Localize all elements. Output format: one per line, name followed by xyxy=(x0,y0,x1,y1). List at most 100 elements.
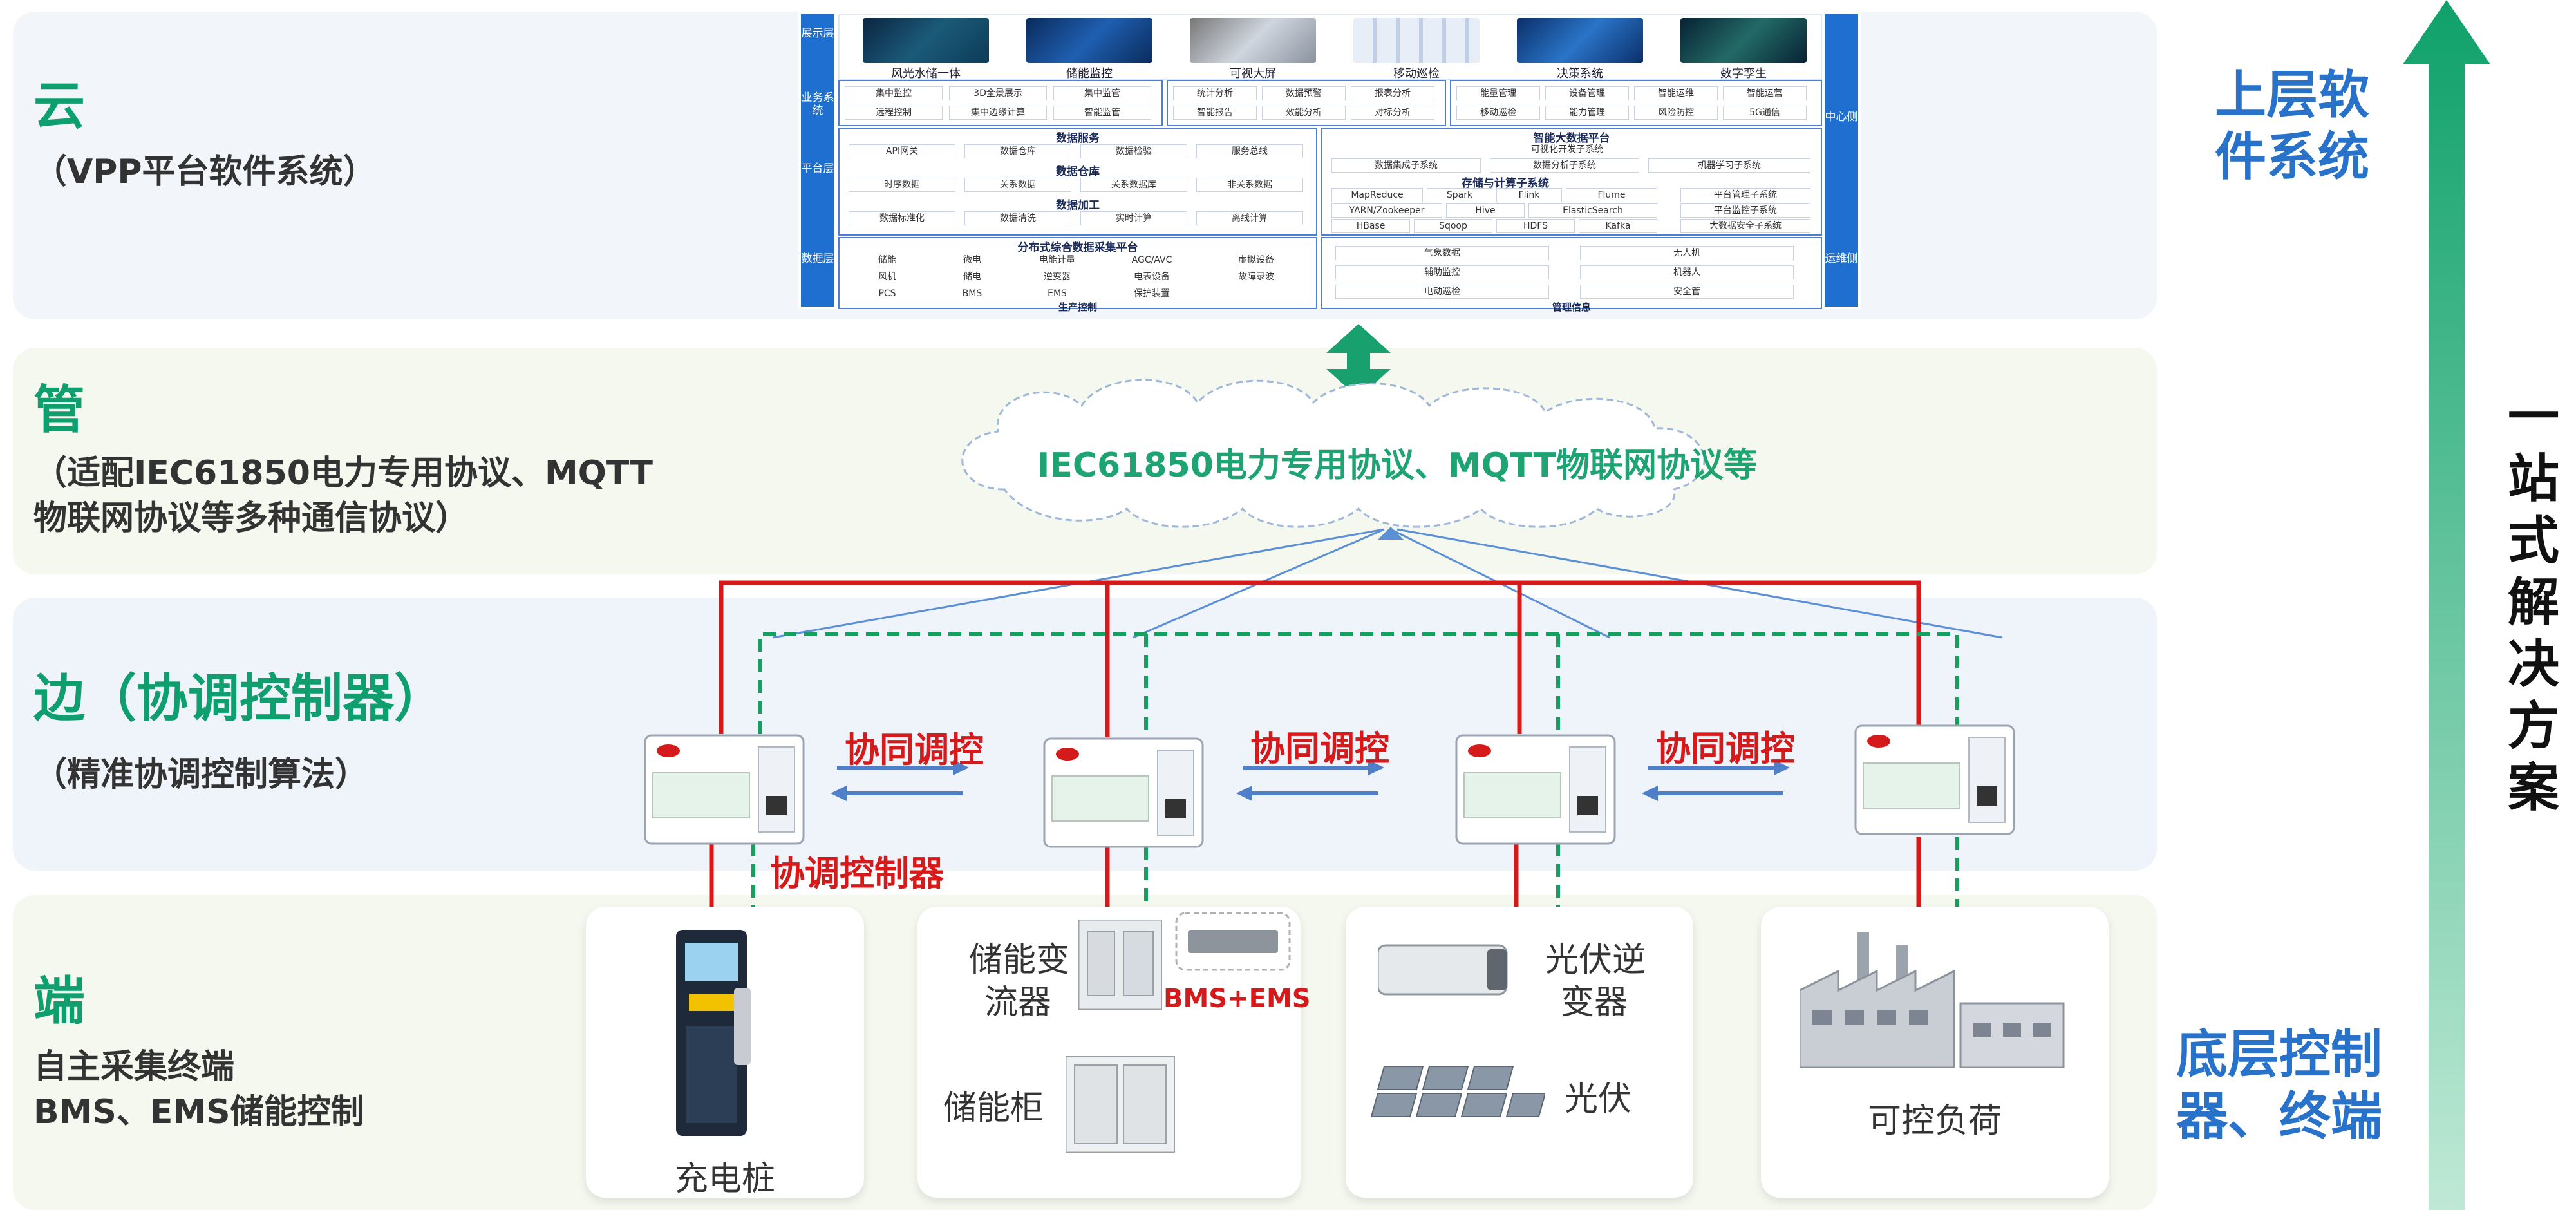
platform-cell: 数据标准化 xyxy=(849,211,955,225)
collect-cell: EMS xyxy=(1019,287,1096,300)
platform-cell: API网关 xyxy=(849,144,955,158)
converter-icon xyxy=(1078,920,1162,1010)
protocol-text: IEC61850电力专用协议、MQTT物联网协议等 xyxy=(1037,446,1758,485)
platform-cell: 非关系数据 xyxy=(1196,178,1303,192)
collect-cell: 储能 xyxy=(849,254,926,267)
collect-cell: PCS xyxy=(849,287,926,300)
storage-cell: Flink xyxy=(1496,188,1562,202)
screen-label: 可视大屏 xyxy=(1230,67,1276,80)
biz-cell: 统计分析 xyxy=(1173,86,1257,100)
platform-cell: 数据清洗 xyxy=(964,211,1071,225)
side-char: 案 xyxy=(2508,758,2559,818)
link-arrowhead-icon xyxy=(1378,527,1404,540)
device-card-pv: 光伏逆 变器 光伏 xyxy=(1346,907,1693,1198)
sync-label: 协同调控 xyxy=(845,730,984,770)
section-title: 存储与计算子系统 xyxy=(1462,177,1549,190)
biz-group-b: 统计分析 数据预警 报表分析 智能报告 效能分析 对标分析 xyxy=(1167,80,1446,126)
vpp-left-label: 平台层 xyxy=(801,162,834,175)
device-label: 可控负荷 xyxy=(1867,1102,2002,1140)
screen-label: 决策系统 xyxy=(1557,67,1603,80)
controller-icon xyxy=(644,734,805,845)
side-char: 决 xyxy=(2508,634,2559,694)
storage-cell: MapReduce xyxy=(1331,188,1423,202)
collect-cell: AGC/AVC xyxy=(1104,254,1200,267)
bigdata-row: 数据分析子系统 xyxy=(1490,158,1639,173)
cloud-icon xyxy=(961,379,1706,528)
biz-cell: 智能运维 xyxy=(1634,86,1718,100)
double-arrow-icon xyxy=(1326,324,1391,398)
end-layer-subtitle-1: 自主采集终端 xyxy=(33,1048,235,1086)
device-label: 光伏逆 xyxy=(1545,941,1646,979)
end-layer-title: 端 xyxy=(33,971,85,1031)
platform-cell: 数据仓库 xyxy=(964,144,1071,158)
pipe-layer-title: 管 xyxy=(33,380,85,440)
biz-cell: 风险防控 xyxy=(1634,106,1718,120)
data-collection-platform: 分布式综合数据采集平台 储能 微电 电能计量 AGC/AVC 虚拟设备 风机 储… xyxy=(838,237,1317,313)
side-char: 解 xyxy=(2508,572,2559,632)
collect-cell: BMS xyxy=(934,287,1011,300)
screen-thumbnail xyxy=(1190,18,1316,63)
side-char: 方 xyxy=(2508,696,2559,756)
device-label: 变器 xyxy=(1561,983,1628,1022)
storage-cell: HDFS xyxy=(1496,219,1575,233)
biz-cell: 智能监管 xyxy=(1053,106,1151,120)
solar-panel-icon xyxy=(1371,1066,1545,1117)
biz-cell: 5G通信 xyxy=(1723,106,1807,120)
device-label: 光伏 xyxy=(1565,1080,1632,1119)
collect-cell: 故障录波 xyxy=(1208,270,1304,283)
device-label: 充电桩 xyxy=(674,1160,775,1198)
device-label: 储能柜 xyxy=(943,1089,1044,1128)
mgmt-cell: 辅助监控 xyxy=(1335,265,1549,279)
biz-cell: 能力管理 xyxy=(1545,106,1629,120)
biz-cell: 效能分析 xyxy=(1262,106,1346,120)
vpp-right-label: 中心侧 xyxy=(1825,111,1858,124)
biz-group-c: 能量管理 设备管理 智能运维 智能运营 移动巡检 能力管理 风险防控 5G通信 xyxy=(1450,80,1822,126)
cloud-layer-subtitle: （VPP平台软件系统） xyxy=(33,153,377,191)
management-info: 气象数据 无人机 辅助监控 机器人 电动巡检 安全管 管理信息 xyxy=(1321,237,1822,313)
storage-side-cell: 平台监控子系统 xyxy=(1680,203,1810,218)
red-control-lines xyxy=(709,580,1921,1056)
charging-pile-icon xyxy=(676,930,751,1136)
vpp-left-label: 展示层 xyxy=(801,27,834,40)
factory-icon xyxy=(1800,932,2065,1068)
storage-cell: ElasticSearch xyxy=(1528,203,1657,218)
screen-thumbnail xyxy=(1353,18,1480,63)
screen-label: 风光水储一体 xyxy=(891,67,961,80)
display-row: 风光水储一体 储能监控 可视大屏 移动巡检 决策系统 数字孪生 xyxy=(838,14,1822,80)
storage-cell: Sqoop xyxy=(1414,219,1492,233)
screen-thumbnail xyxy=(1517,18,1643,63)
bottom-controller-label-line: 底层控制 xyxy=(2176,1025,2382,1084)
pipe-layer-subtitle-2: 物联网协议等多种通信协议） xyxy=(33,499,469,538)
storage-cell: Flume xyxy=(1566,188,1657,202)
storage-cell: Hive xyxy=(1446,203,1525,218)
biz-cell: 集中边缘计算 xyxy=(949,106,1047,120)
mgmt-cell: 安全管 xyxy=(1580,285,1794,299)
platform-cell: 关系数据库 xyxy=(1080,178,1187,192)
collect-cell: 微电 xyxy=(934,254,1011,267)
collect-cell: 风机 xyxy=(849,270,926,283)
biz-cell: 智能报告 xyxy=(1173,106,1257,120)
vpp-left-label: 数据层 xyxy=(801,252,834,265)
pv-inverter-icon xyxy=(1378,944,1508,996)
biz-cell: 数据预警 xyxy=(1262,86,1346,100)
sync-arrows xyxy=(837,766,1783,795)
platform-cell: 关系数据 xyxy=(964,178,1071,192)
screen-thumbnail xyxy=(1026,18,1152,63)
section-footer: 管理信息 xyxy=(1552,301,1591,313)
biz-cell: 集中监控 xyxy=(845,86,943,100)
controller-icon xyxy=(1854,724,2015,835)
platform-cell: 离线计算 xyxy=(1196,211,1303,225)
side-char: 站 xyxy=(2508,449,2559,509)
bigdata-row: 数据集成子系统 xyxy=(1331,158,1481,173)
device-card-charger: 充电桩 xyxy=(586,907,864,1198)
cloud-layer-title: 云 xyxy=(33,76,85,136)
mgmt-cell: 电动巡检 xyxy=(1335,285,1549,299)
upper-software-label-line: 件系统 xyxy=(2215,127,2369,187)
bms-ems-device-icon xyxy=(1175,912,1291,971)
controller-icon xyxy=(1043,737,1204,848)
controller-icon xyxy=(1455,734,1616,845)
device-label: 储能变 xyxy=(969,941,1070,979)
collect-cell: 电表设备 xyxy=(1104,270,1200,283)
platform-left: 数据服务 API网关 数据仓库 数据检验 服务总线 数据仓库 时序数据 关系数据… xyxy=(838,128,1317,236)
platform-cell: 服务总线 xyxy=(1196,144,1303,158)
